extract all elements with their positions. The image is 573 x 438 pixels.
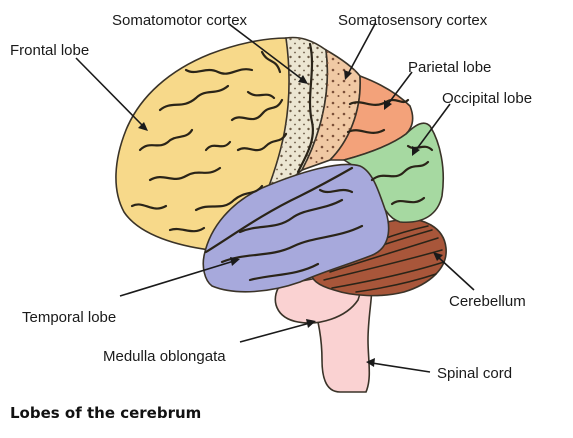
label-medulla-oblongata: Medulla oblongata [103, 348, 226, 365]
label-temporal-lobe: Temporal lobe [22, 309, 116, 326]
label-parietal-lobe: Parietal lobe [408, 59, 491, 76]
label-spinal-cord: Spinal cord [437, 365, 512, 382]
label-occipital-lobe: Occipital lobe [442, 90, 532, 107]
label-somatomotor-cortex: Somatomotor cortex [112, 12, 248, 29]
diagram-caption: Lobes of the cerebrum [10, 404, 201, 422]
label-frontal-lobe: Frontal lobe [10, 42, 89, 59]
label-cerebellum: Cerebellum [449, 293, 526, 310]
label-somatosensory-cortex: Somatosensory cortex [338, 12, 488, 29]
